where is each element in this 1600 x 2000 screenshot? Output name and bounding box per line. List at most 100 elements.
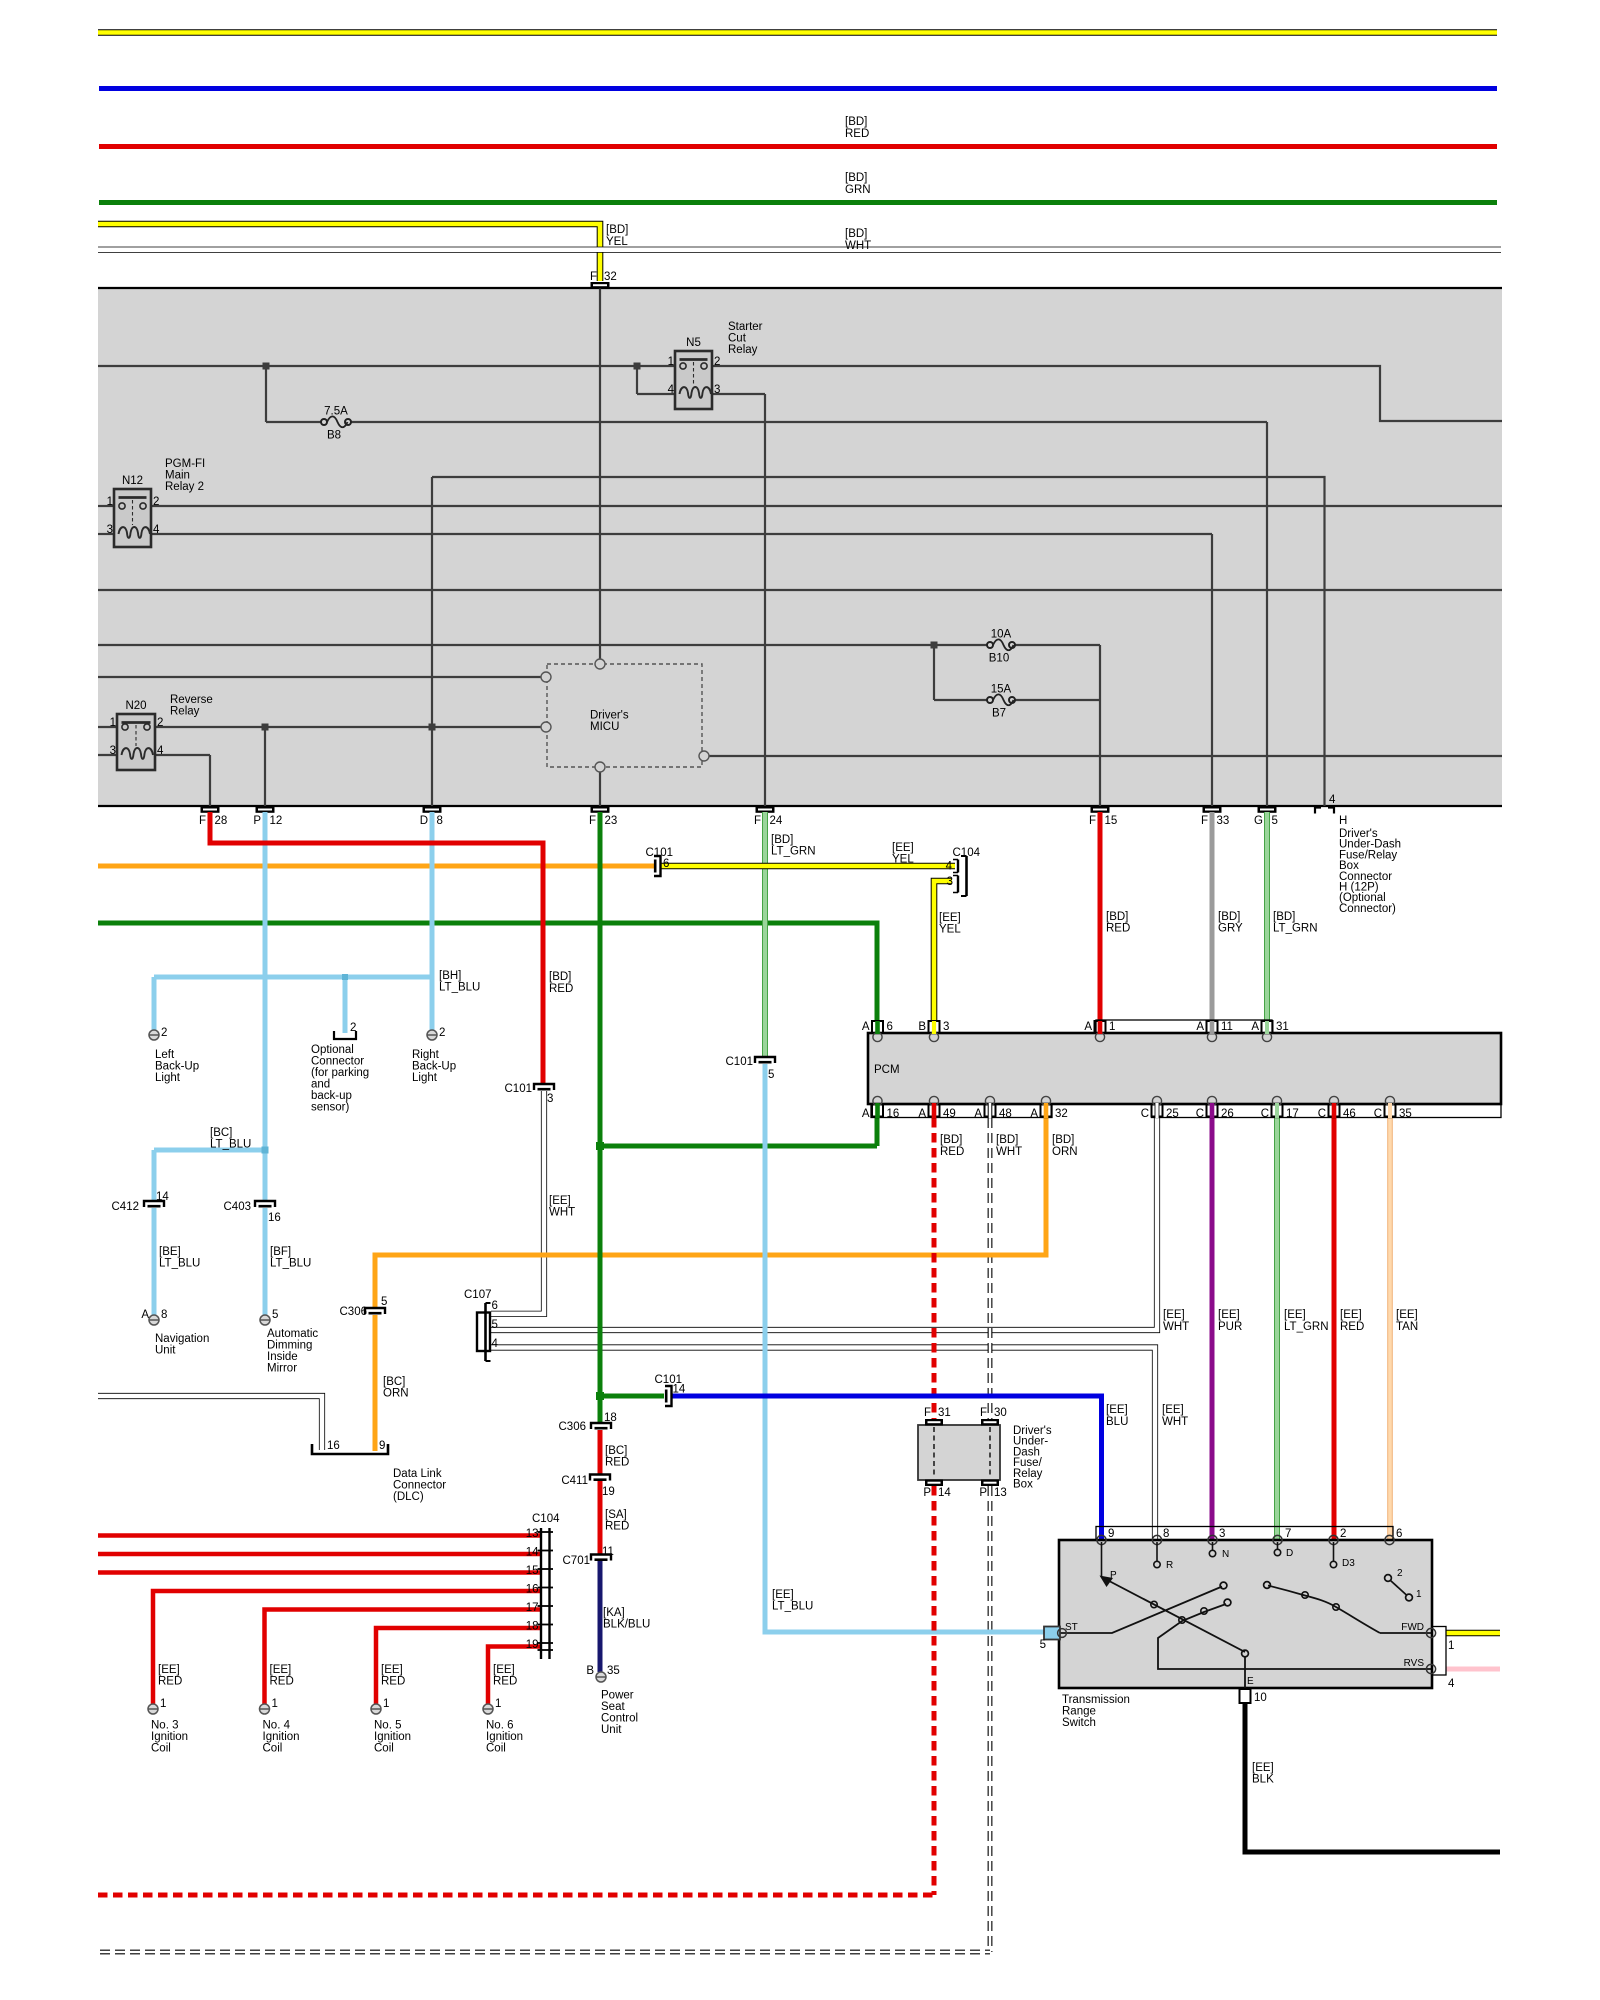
- svg-text:Back-Up: Back-Up: [155, 1061, 199, 1073]
- svg-text:Power: Power: [601, 1690, 634, 1702]
- svg-text:13: 13: [526, 1528, 539, 1540]
- svg-text:Coil: Coil: [374, 1743, 394, 1755]
- svg-text:Relay 2: Relay 2: [165, 481, 204, 493]
- svg-text:[EE]: [EE]: [493, 1664, 515, 1676]
- svg-text:C: C: [1261, 1108, 1269, 1120]
- svg-text:[BH]: [BH]: [439, 970, 461, 982]
- svg-text:49: 49: [943, 1108, 956, 1120]
- svg-text:2: 2: [1340, 1528, 1346, 1540]
- svg-text:Driver's: Driver's: [1339, 828, 1378, 840]
- svg-text:(for parking: (for parking: [311, 1067, 369, 1079]
- svg-text:C701: C701: [563, 1555, 591, 1567]
- svg-text:[BD]: [BD]: [1218, 911, 1240, 923]
- svg-text:D3: D3: [1342, 1558, 1355, 1569]
- svg-text:and: and: [311, 1079, 330, 1091]
- svg-text:[EE]: [EE]: [1396, 1309, 1418, 1321]
- svg-text:2: 2: [153, 496, 159, 508]
- svg-text:WHT: WHT: [1163, 1321, 1189, 1333]
- svg-text:P: P: [253, 815, 261, 827]
- svg-text:Ignition: Ignition: [263, 1731, 300, 1743]
- svg-text:2: 2: [157, 717, 163, 729]
- svg-text:Connector: Connector: [393, 1480, 446, 1492]
- svg-text:[EE]: [EE]: [1106, 1404, 1128, 1416]
- svg-text:RED: RED: [1106, 923, 1130, 935]
- svg-text:Relay: Relay: [728, 344, 758, 356]
- svg-text:4: 4: [1329, 794, 1336, 806]
- svg-text:(Optional: (Optional: [1339, 892, 1386, 904]
- svg-text:8: 8: [437, 815, 443, 827]
- svg-text:5: 5: [272, 1309, 278, 1321]
- svg-text:1: 1: [668, 356, 674, 368]
- svg-text:P: P: [923, 1487, 931, 1499]
- svg-text:LT_BLU: LT_BLU: [210, 1139, 251, 1151]
- svg-text:N5: N5: [686, 337, 701, 349]
- svg-text:F: F: [589, 815, 596, 827]
- svg-text:Connector: Connector: [311, 1056, 364, 1068]
- svg-text:[BD]: [BD]: [549, 971, 571, 983]
- svg-text:C403: C403: [224, 1201, 252, 1213]
- svg-text:E: E: [1247, 1676, 1254, 1687]
- svg-text:18: 18: [604, 1412, 617, 1424]
- svg-text:Ignition: Ignition: [374, 1731, 411, 1743]
- svg-text:19: 19: [526, 1639, 539, 1651]
- svg-text:No. 6: No. 6: [486, 1720, 514, 1732]
- svg-text:R: R: [1166, 1560, 1173, 1571]
- svg-text:PCM: PCM: [874, 1064, 900, 1076]
- svg-text:P: P: [979, 1487, 987, 1499]
- svg-text:A: A: [1030, 1108, 1038, 1120]
- svg-text:YEL: YEL: [892, 854, 914, 866]
- svg-text:RED: RED: [605, 1521, 629, 1533]
- svg-text:8: 8: [1163, 1528, 1169, 1540]
- svg-text:4: 4: [153, 524, 160, 536]
- svg-text:Unit: Unit: [155, 1345, 176, 1357]
- svg-text:C: C: [1374, 1108, 1382, 1120]
- svg-text:Cut: Cut: [728, 333, 747, 345]
- svg-text:Coil: Coil: [486, 1743, 506, 1755]
- svg-text:13: 13: [994, 1487, 1007, 1499]
- svg-text:Connector: Connector: [1339, 871, 1392, 883]
- svg-text:16: 16: [327, 1440, 340, 1452]
- svg-text:[EE]: [EE]: [158, 1664, 180, 1676]
- svg-text:30: 30: [994, 1407, 1007, 1419]
- svg-text:24: 24: [770, 815, 783, 827]
- svg-text:C104: C104: [953, 847, 981, 859]
- svg-text:Main: Main: [165, 470, 190, 482]
- svg-text:Inside: Inside: [267, 1351, 298, 1363]
- svg-text:[BD]: [BD]: [771, 834, 793, 846]
- svg-text:MICU: MICU: [590, 721, 619, 733]
- svg-text:6: 6: [1396, 1528, 1402, 1540]
- svg-text:[EE]: [EE]: [1162, 1404, 1184, 1416]
- svg-text:7: 7: [1285, 1528, 1291, 1540]
- svg-text:G: G: [1254, 815, 1263, 827]
- svg-text:B10: B10: [989, 653, 1009, 665]
- svg-text:A: A: [918, 1108, 926, 1120]
- svg-text:5: 5: [1272, 815, 1278, 827]
- svg-text:[BC]: [BC]: [605, 1445, 627, 1457]
- svg-text:Relay: Relay: [1013, 1468, 1043, 1480]
- svg-text:A: A: [862, 1108, 870, 1120]
- svg-text:WHT: WHT: [845, 240, 871, 252]
- svg-text:15: 15: [1105, 815, 1118, 827]
- svg-text:GRY: GRY: [1218, 923, 1243, 935]
- svg-text:LT_BLU: LT_BLU: [270, 1258, 311, 1270]
- svg-text:RED: RED: [940, 1146, 964, 1158]
- svg-text:BLK: BLK: [1252, 1774, 1274, 1786]
- svg-text:N: N: [1222, 1549, 1229, 1560]
- svg-text:ST: ST: [1065, 1622, 1078, 1633]
- svg-text:15A: 15A: [991, 684, 1012, 696]
- svg-text:WHT: WHT: [1162, 1416, 1188, 1428]
- svg-text:1: 1: [1448, 1640, 1454, 1652]
- svg-text:A: A: [141, 1309, 149, 1321]
- svg-text:C101: C101: [655, 1374, 683, 1386]
- svg-text:Fuse/: Fuse/: [1013, 1457, 1043, 1469]
- svg-text:F: F: [1201, 815, 1208, 827]
- svg-text:6: 6: [887, 1021, 893, 1033]
- svg-text:No. 3: No. 3: [151, 1720, 179, 1732]
- svg-text:C: C: [1196, 1108, 1204, 1120]
- svg-text:A: A: [974, 1108, 982, 1120]
- svg-text:11: 11: [1221, 1021, 1233, 1033]
- svg-text:33: 33: [1217, 815, 1230, 827]
- svg-text:GRN: GRN: [845, 184, 871, 196]
- svg-text:[BD]: [BD]: [940, 1134, 962, 1146]
- svg-text:C101: C101: [726, 1056, 754, 1068]
